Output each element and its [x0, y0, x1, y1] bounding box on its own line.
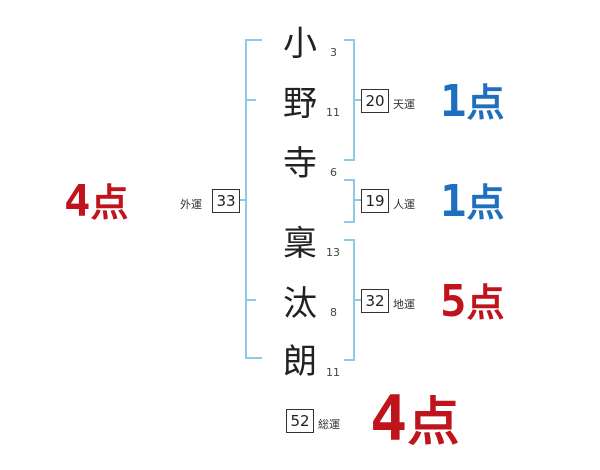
- name-char-6: 朗: [283, 342, 317, 382]
- gai-score: 4点: [64, 172, 129, 227]
- sou-value-box: 52: [286, 409, 314, 433]
- stroke-count-2: 11: [326, 106, 340, 119]
- stroke-count-3: 6: [330, 166, 337, 179]
- stroke-count-4: 13: [326, 246, 340, 259]
- sou-score-number: 4: [370, 382, 408, 455]
- sou-score: 4点: [370, 380, 459, 455]
- name-char-4: 稟: [283, 224, 317, 264]
- stroke-count-6: 11: [326, 366, 340, 379]
- gai-score-unit: 点: [90, 181, 129, 225]
- gai-value-box: 33: [212, 189, 240, 213]
- jin-bracket: [344, 179, 355, 223]
- jin-label: 人運: [393, 198, 415, 211]
- name-char-5: 汰: [283, 284, 317, 324]
- sou-label: 総運: [318, 418, 340, 431]
- ten-bracket: [344, 39, 355, 161]
- ten-score: 1点: [440, 72, 505, 127]
- stroke-count-1: 3: [330, 46, 337, 59]
- jin-score-number: 1: [440, 176, 467, 227]
- gai-label: 外運: [180, 198, 202, 211]
- jin-value-box: 19: [361, 189, 389, 213]
- gai-bracket: [245, 39, 262, 359]
- chi-score: 5点: [440, 272, 505, 327]
- chi-score-number: 5: [440, 276, 467, 327]
- ten-label: 天運: [393, 98, 415, 111]
- chi-label: 地運: [393, 298, 415, 311]
- chi-value-box: 32: [361, 289, 389, 313]
- chi-bracket: [344, 239, 355, 361]
- ten-value-box: 20: [361, 89, 389, 113]
- jin-score-unit: 点: [466, 181, 505, 225]
- name-char-1: 小: [283, 24, 317, 64]
- ten-score-number: 1: [440, 76, 467, 127]
- stroke-count-5: 8: [330, 306, 337, 319]
- chi-score-unit: 点: [466, 281, 505, 325]
- gai-score-number: 4: [64, 176, 91, 227]
- jin-score: 1点: [440, 172, 505, 227]
- ten-score-unit: 点: [466, 81, 505, 125]
- name-char-2: 野: [283, 84, 317, 124]
- name-char-3: 寺: [283, 144, 317, 184]
- sou-score-unit: 点: [407, 393, 460, 453]
